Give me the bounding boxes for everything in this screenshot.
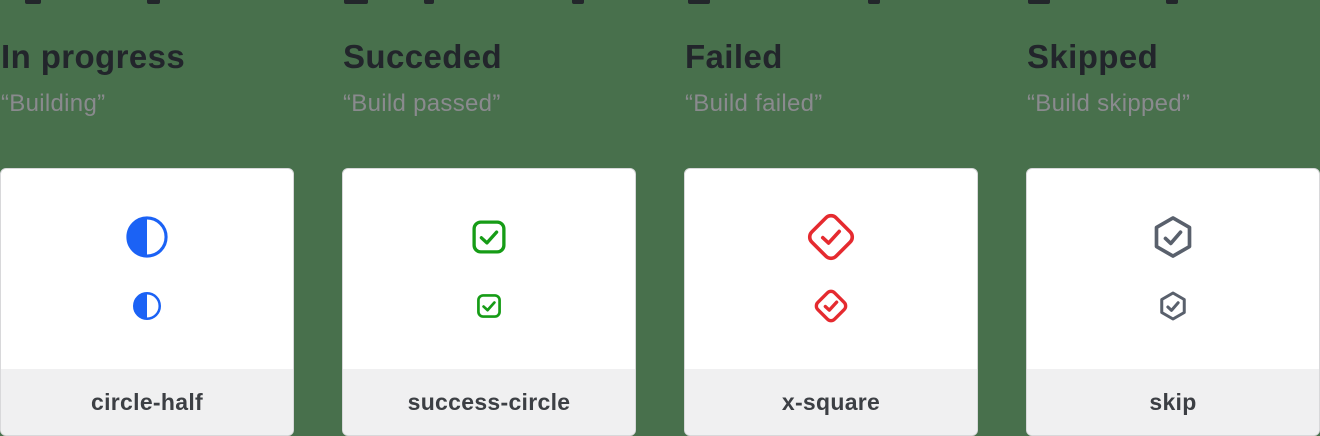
column-in-progress: In progress “Building” circle-half [0, 0, 294, 436]
clipped-text-fragment [1166, 0, 1178, 4]
icon-name-label: success-circle [343, 369, 635, 435]
clipped-text-fragment [688, 0, 710, 4]
icon-name-label: circle-half [1, 369, 293, 435]
clipped-text-fragment [572, 0, 584, 4]
column-failed: Failed “Build failed” x-square [684, 0, 978, 436]
icon-card-body [343, 169, 635, 369]
status-quote: “Build failed” [685, 90, 823, 117]
check-diamond-icon-small [811, 286, 851, 326]
check-hexagon-icon-small [1158, 290, 1188, 323]
icon-name-label: skip [1027, 369, 1319, 435]
clipped-text-fragment [868, 0, 880, 4]
check-square-icon [470, 218, 508, 256]
icon-name-label: x-square [685, 369, 977, 435]
status-title: In progress [1, 38, 186, 75]
icon-card: x-square [684, 168, 978, 436]
status-quote: “Building” [1, 90, 106, 117]
icon-card: circle-half [0, 168, 294, 436]
status-title: Failed [685, 38, 783, 75]
status-quote: “Build skipped” [1027, 90, 1191, 117]
clipped-text-fragment [424, 0, 434, 4]
status-title: Skipped [1027, 38, 1159, 75]
icon-card-body [685, 169, 977, 369]
status-title: Succeded [343, 38, 503, 75]
clipped-text-fragment [344, 0, 368, 4]
check-diamond-icon [802, 208, 860, 266]
clipped-text-fragment [25, 0, 41, 4]
column-succeded: Succeded “Build passed” success-circle [342, 0, 636, 436]
icon-card-body [1027, 169, 1319, 369]
check-hexagon-icon [1151, 213, 1195, 261]
status-quote: “Build passed” [343, 90, 501, 117]
circle-half-icon-small [132, 291, 162, 321]
icon-card-body [1, 169, 293, 369]
clipped-text-fragment [147, 0, 160, 4]
column-skipped: Skipped “Build skipped” skip [1026, 0, 1320, 436]
icon-card: success-circle [342, 168, 636, 436]
check-square-icon-small [476, 293, 503, 320]
circle-half-icon [125, 215, 169, 259]
icon-card: skip [1026, 168, 1320, 436]
clipped-text-fragment [1028, 0, 1050, 4]
